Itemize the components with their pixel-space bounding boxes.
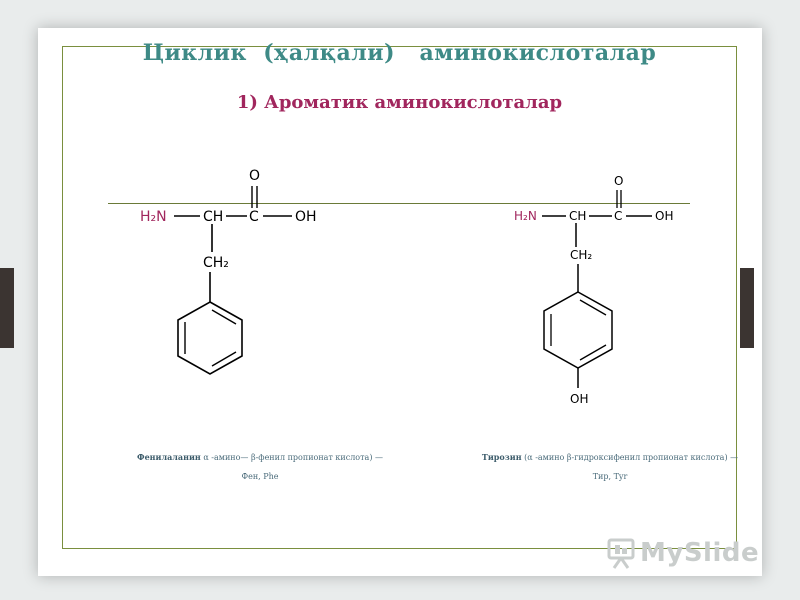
phe-oh-label: OH — [295, 209, 317, 225]
tyr-ring-double-1 — [579, 299, 607, 316]
right-binder-tab — [740, 268, 754, 348]
tyr-ch2-label: CH₂ — [570, 248, 592, 262]
tyr-ch-label: CH — [569, 209, 586, 223]
tyr-caption-abbr: Тир, Tyr — [592, 472, 628, 482]
slide-frame — [62, 46, 737, 549]
phe-o-label: O — [249, 168, 260, 184]
phe-ch-label: CH — [203, 209, 223, 225]
phe-ch2-label: CH₂ — [203, 255, 229, 271]
tyrosine-caption: Тирозин (α -амино β-гидроксифенил пропио… — [470, 452, 750, 482]
slide-paper — [38, 28, 762, 576]
phe-amine-label: H₂N — [140, 209, 167, 225]
tyr-caption-name: Тирозин — [481, 452, 522, 462]
phe-caption-abbr: Фен, Phe — [241, 472, 279, 482]
phe-ring-double-2 — [211, 351, 237, 367]
phe-c-label: C — [249, 209, 259, 225]
phe-caption-name: Фенилаланин — [137, 452, 201, 462]
watermark-text: MySlide — [640, 538, 760, 568]
phenylalanine-structure: H₂N CH C OH O CH₂ — [140, 168, 317, 375]
slide-subtitle: 1) Ароматик аминокислоталар — [236, 92, 563, 113]
tyr-phenol-ring — [543, 291, 613, 369]
tyr-ring-oh-label: OH — [570, 392, 588, 406]
presentation-board-icon — [607, 538, 635, 569]
tyr-c-label: C — [614, 209, 622, 223]
tyr-ring-double-2 — [579, 344, 607, 361]
tyr-caption-desc: (α -амино β-гидроксифенил пропионат кисл… — [524, 453, 739, 462]
tyr-amine-label: H₂N — [514, 209, 537, 223]
left-binder-tab — [0, 268, 14, 348]
phe-benzene-ring — [177, 301, 243, 375]
myslide-watermark: MySlide — [606, 534, 776, 574]
title-rule — [108, 203, 690, 204]
tyr-o-label: O — [614, 174, 623, 188]
phenylalanine-caption: Фенилаланин α -амино— β-фенил пропионат … — [120, 452, 400, 482]
tyr-oh-label: OH — [655, 209, 673, 223]
phe-caption-desc: α -амино— β-фенил пропионат кислота) — — [203, 453, 383, 462]
tyrosine-structure: H₂N CH C OH O CH₂ OH — [514, 174, 673, 406]
phe-ring-double-1 — [211, 309, 237, 325]
slide-title: Циклик (ҳалқали) аминокислоталар — [142, 40, 657, 66]
